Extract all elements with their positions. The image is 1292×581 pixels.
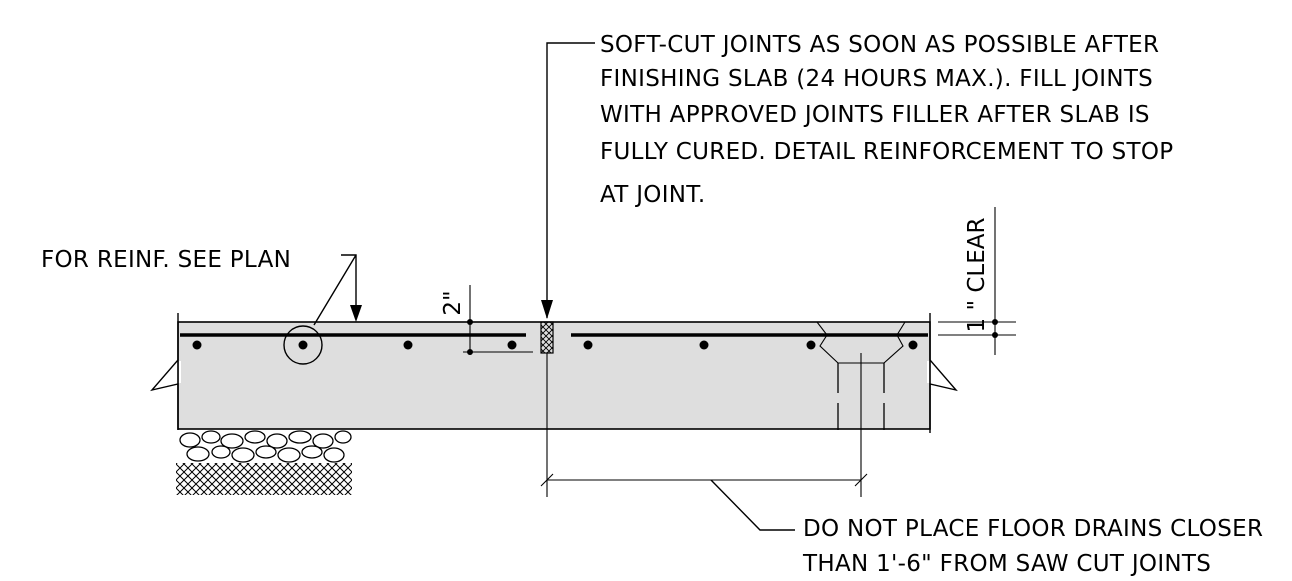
reinf-note: FOR REINF. SEE PLAN bbox=[41, 247, 291, 273]
gravel-base bbox=[176, 430, 352, 463]
soft-cut-note-line-3: WITH APPROVED JOINTS FILLER AFTER SLAB I… bbox=[600, 102, 1150, 128]
dim-1in-clear-label: 1 " CLEAR bbox=[964, 218, 990, 333]
break-line-left bbox=[150, 313, 179, 433]
concrete-slab bbox=[177, 321, 931, 430]
reinf-arrowhead bbox=[350, 305, 362, 322]
drain-note: DO NOT PLACE FLOOR DRAINS CLOSER THAN 1'… bbox=[802, 516, 1263, 577]
dim-1in-clear: 1 " CLEAR bbox=[938, 207, 1016, 355]
rebar-sections bbox=[192, 340, 918, 350]
soft-cut-note-line-5: AT JOINT. bbox=[600, 182, 706, 208]
dim-2in-label: 2" bbox=[440, 290, 466, 315]
soft-cut-note: SOFT-CUT JOINTS AS SOON AS POSSIBLE AFTE… bbox=[600, 32, 1173, 208]
reinf-leader bbox=[313, 254, 357, 326]
soft-cut-note-line-4: FULLY CURED. DETAIL REINFORCEMENT TO STO… bbox=[600, 139, 1173, 165]
soft-cut-note-line-2: FINISHING SLAB (24 HOURS MAX.). FILL JOI… bbox=[600, 66, 1153, 92]
dim-drain-distance bbox=[540, 353, 868, 497]
compacted-subgrade bbox=[176, 463, 352, 495]
joint-filler bbox=[540, 321, 554, 354]
break-line-right bbox=[929, 313, 958, 433]
soft-cut-note-line-1: SOFT-CUT JOINTS AS SOON AS POSSIBLE AFTE… bbox=[600, 32, 1159, 58]
drain-note-leader bbox=[710, 479, 795, 531]
dim-2in: 2" bbox=[440, 285, 533, 355]
reinf-callout-circle bbox=[283, 325, 323, 365]
drain-note-line-1: DO NOT PLACE FLOOR DRAINS CLOSER bbox=[803, 516, 1263, 542]
soft-cut-arrowhead bbox=[541, 300, 553, 319]
soft-cut-leader bbox=[546, 42, 595, 318]
drain-note-line-2: THAN 1'-6" FROM SAW CUT JOINTS bbox=[802, 551, 1211, 577]
floor-drain-outline bbox=[816, 321, 906, 430]
